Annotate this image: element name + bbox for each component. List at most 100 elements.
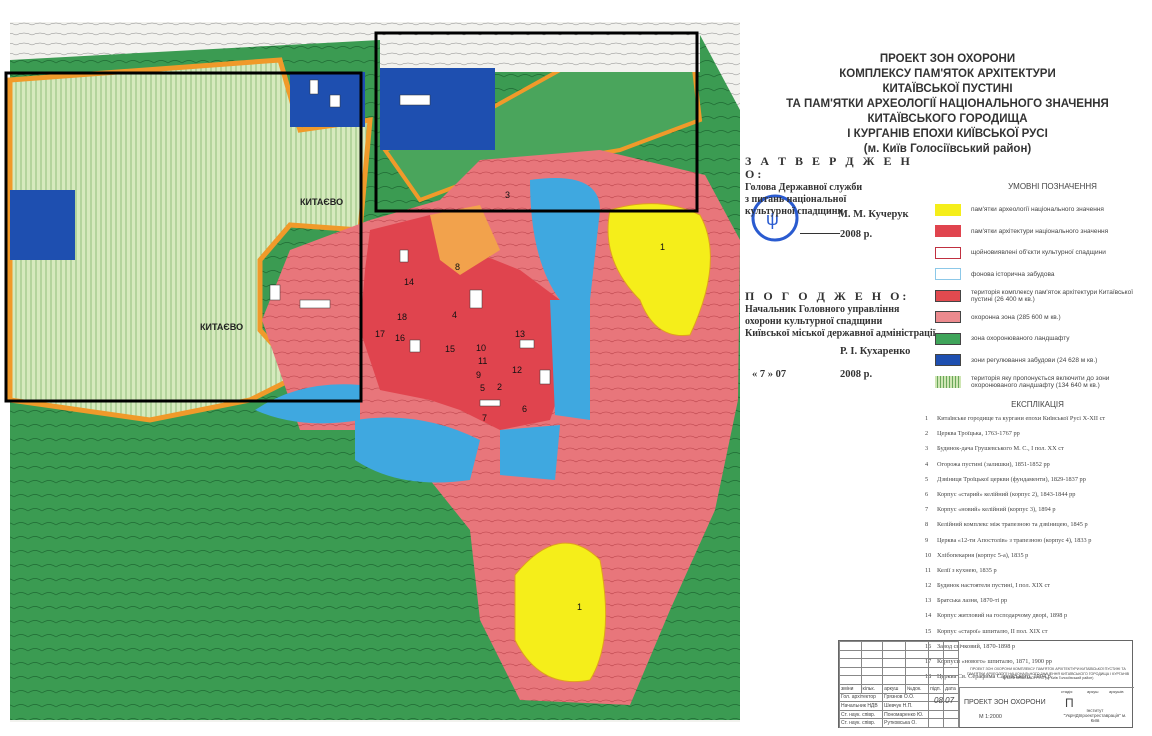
agreed-block: П О Г О Д Ж Е Н О: Начальник Головного у… — [745, 289, 936, 340]
explication-item: 13 Братська лазня, 1870-ті рр — [925, 597, 1150, 612]
legend-swatch — [935, 203, 961, 216]
legend-label: охоронна зона (285 600 м кв.) — [971, 313, 1061, 321]
item-text: Келійний комплекс між трапезною та дзвін… — [937, 521, 1088, 529]
title-block-header: ПРОЕКТ ЗОН ОХОРОНИ КОМПЛЕКСУ ПАМ'ЯТОК АР… — [966, 667, 1130, 680]
map-number: 11 — [478, 356, 487, 366]
legend-swatch — [935, 375, 961, 388]
map-number: 6 — [522, 404, 527, 414]
map-number: 2 — [497, 382, 502, 392]
item-number: 13 — [925, 597, 932, 605]
legend-item: пам'ятки архітектури національного значе… — [935, 221, 1150, 243]
staff-role: Гол. архітектор — [838, 692, 884, 703]
item-number: 14 — [925, 612, 932, 620]
staff-name: Грязнов О.О. — [882, 692, 930, 703]
agreed-date-day: « 7 » 07 — [752, 369, 787, 380]
stage-value: П — [1065, 696, 1074, 710]
map-number: 15 — [445, 344, 455, 354]
legend-item: зона охоронюваного ландшафту — [935, 328, 1150, 350]
legend-label: фонова історична забудова — [971, 270, 1055, 278]
legend-item: охоронна зона (285 600 м кв.) — [935, 307, 1150, 329]
staff-role: Ст. наук. співр. — [838, 718, 884, 728]
item-number: 4 — [925, 460, 929, 468]
buildings — [269, 79, 551, 407]
top-green-band — [381, 32, 703, 203]
proposed-landscape-territory — [7, 57, 373, 423]
explication-item: 6 Корпус «старий» келійний (корпус 2), 18… — [925, 491, 1150, 506]
monastery-complex-territory — [360, 215, 570, 430]
staff-name: Рутковська О. — [882, 718, 930, 728]
item-number: 3 — [925, 445, 929, 453]
explication-item: 12 Будинок настоятеля пустині, I пол. XIX… — [925, 582, 1150, 597]
staff-name: Пономаренко Ю. — [882, 709, 930, 720]
handwritten-date: 08.07 — [934, 696, 955, 705]
item-number: 2 — [925, 430, 929, 438]
water-bodies — [255, 178, 600, 483]
map-number: 3 — [505, 190, 510, 200]
item-text: Братська лазня, 1870-ті рр — [937, 597, 1008, 605]
approved-block: З А Т В Е Р Д Ж Е Н О: Голова Державної … — [745, 154, 913, 218]
map-number: 4 — [452, 310, 457, 320]
map-number: 5 — [480, 383, 485, 393]
archaeology-monuments — [514, 203, 711, 683]
item-number: 6 — [925, 490, 929, 498]
item-number: 10 — [925, 551, 932, 559]
top-topo-strip — [380, 22, 700, 72]
explication-item: 3 Будинок-дача Грушевського М. С., I пол.… — [925, 445, 1150, 460]
item-text: Хлібопекарня (корпус 5-а), 1835 р — [937, 551, 1029, 559]
item-text: Корпус «новий» келійний (корпус 3), 1894… — [937, 506, 1056, 514]
agreed-date: 2008 р. — [840, 369, 873, 380]
legend: УМОВНІ ПОЗНАЧЕННЯ пам'ятки археології на… — [935, 182, 1150, 393]
column-header: аркуш — [882, 683, 906, 694]
map-number: 8 — [455, 262, 460, 272]
item-text: Огорожа пустині (залишки), 1851-1852 рр — [937, 460, 1050, 468]
item-number: 15 — [925, 627, 932, 635]
legend-item: щойновиявлені об'єкти культурної спадщин… — [935, 242, 1150, 264]
svg-text:ψ: ψ — [766, 209, 779, 229]
item-text: Корпус «старий» келійний (корпус 2), 184… — [937, 490, 1076, 498]
legend-swatch — [935, 268, 961, 281]
legend-swatch — [935, 225, 961, 238]
item-text: Будинок настоятеля пустині, I пол. XIX с… — [937, 582, 1051, 590]
item-number: 12 — [925, 582, 932, 590]
item-text: Корпуси «нового» шпиталю, 1871, 1900 рр — [937, 658, 1052, 665]
item-text: Будинок-дача Грушевського М. С., I пол. … — [937, 445, 1064, 453]
map-number: 14 — [404, 277, 414, 287]
column-header: зміни — [839, 683, 862, 694]
drawing-scale: М 1:2000 — [979, 714, 1002, 720]
agreed-signer: Р. І. Кухаренко — [840, 346, 911, 357]
map-number: 12 — [512, 365, 522, 375]
highlight-box-top — [374, 31, 699, 213]
approved-date: 2008 р. — [840, 229, 873, 240]
staff-role: Начальник НДВ — [838, 701, 884, 711]
column-header: кільк. — [860, 683, 884, 694]
signature-line — [800, 233, 840, 234]
map-number: 7 — [482, 413, 487, 423]
item-number: 9 — [925, 536, 929, 544]
item-text: Китаївське городище та кургани епохи Киї… — [937, 415, 1106, 422]
legend-item: зони регулювання забудови (24 628 м кв.) — [935, 350, 1150, 372]
column-header: дата — [943, 683, 959, 694]
item-text: Корпус житловий на господарчому дворі, 1… — [937, 612, 1068, 620]
staff-role: Ст. наук. співр. — [838, 709, 884, 720]
legend-item: територія комплексу пам'яток архітектури… — [935, 285, 1150, 307]
column-header: підп. — [928, 683, 945, 694]
explication-item: 10 Хлібопекарня (корпус 5-а), 1835 р — [925, 552, 1150, 567]
official-seal: ψ — [751, 194, 799, 242]
legend-item: територія яку пропонується включити до з… — [935, 371, 1150, 393]
sheets-label: аркушів — [1109, 689, 1124, 694]
legend-swatch — [935, 289, 961, 302]
place-label: КИТАЄВО — [300, 197, 343, 207]
legend-label: зона охоронюваного ландшафту — [971, 335, 1070, 343]
